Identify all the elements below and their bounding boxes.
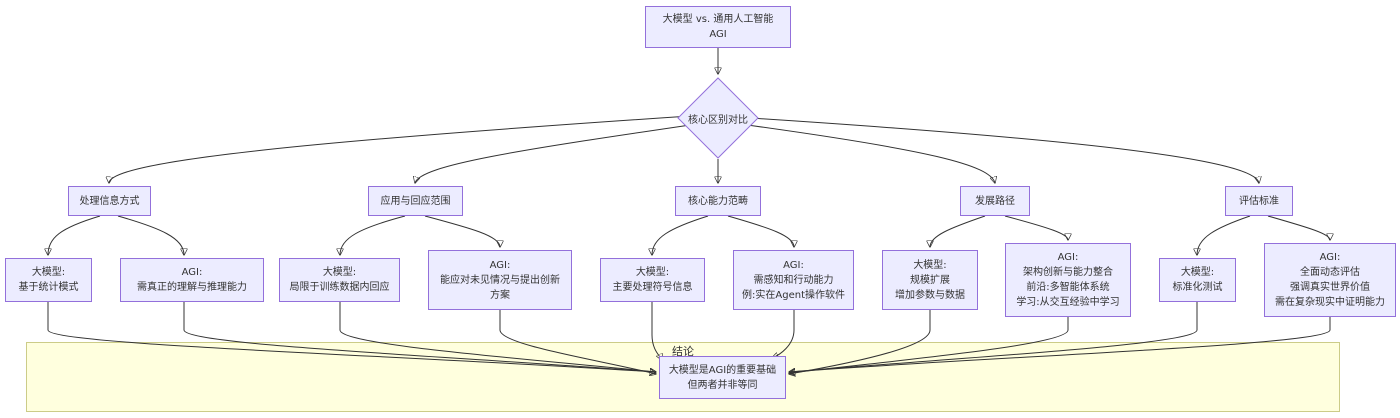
llm-node-core-capability: 大模型: 主要处理符号信息: [600, 258, 705, 302]
edge-compare-to-path: [739, 123, 995, 183]
llm-line: 增加参数与数据: [895, 289, 965, 301]
category-label: 处理信息方式: [79, 195, 140, 207]
edge-path-to-llm: [930, 215, 986, 247]
category-node-response-scope: 应用与回应范围: [368, 186, 463, 216]
edge-eval-to-llm: [1197, 215, 1251, 255]
llm-line: 大模型:: [1180, 267, 1215, 278]
llm-node-development-path: 大模型: 规模扩展 增加参数与数据: [882, 250, 978, 310]
category-node-development-path: 发展路径: [960, 186, 1030, 216]
title-node: 大模型 vs. 通用人工智能 AGI: [645, 6, 791, 48]
llm-node-response-scope: 大模型: 局限于训练数据内回应: [279, 258, 400, 302]
llm-line: 基于统计模式: [18, 282, 79, 293]
title-node-line-1: 大模型 vs. 通用人工智能: [662, 14, 774, 25]
agi-line: AGI:: [1057, 252, 1079, 263]
agi-node-evaluation: AGI: 全面动态评估 强调真实世界价值 需在复杂现实中证明能力: [1264, 243, 1396, 317]
llm-line: 大模型:: [635, 267, 670, 278]
edge-compare-to-scope: [415, 123, 698, 183]
edge-info-to-agi: [117, 215, 184, 255]
agi-line: AGI:: [489, 259, 511, 271]
title-node-line-2: AGI: [709, 29, 727, 40]
llm-line: 大模型:: [31, 267, 66, 278]
category-label: 核心能力范畴: [688, 195, 748, 207]
category-node-evaluation: 评估标准: [1225, 186, 1293, 216]
llm-line: 大模型:: [913, 259, 947, 271]
agi-line: 需感知和行动能力: [753, 274, 834, 286]
agi-line: 例:实在Agent操作软件: [742, 289, 845, 301]
category-node-info-processing: 处理信息方式: [68, 186, 151, 216]
llm-line: 局限于训练数据内回应: [289, 282, 390, 293]
conclusion-line-2: 但两者并非等同: [687, 379, 758, 391]
agi-line: 强调真实世界价值: [1290, 282, 1370, 293]
conclusion-group-label: 结论: [672, 345, 694, 358]
llm-line: 主要处理符号信息: [612, 282, 693, 293]
agi-line: 全面动态评估: [1300, 267, 1360, 278]
agi-line: 能应对未见情况与提出创新: [440, 274, 560, 286]
edge-capability-to-llm: [652, 215, 709, 255]
compare-decision-node: 核心区别对比: [677, 77, 759, 159]
edge-compare-to-eval: [749, 117, 1259, 183]
category-label: 评估标准: [1239, 195, 1279, 207]
agi-node-core-capability: AGI: 需感知和行动能力 例:实在Agent操作软件: [733, 250, 854, 310]
edge-path-to-agi: [1004, 215, 1068, 240]
agi-line: 需真正的理解与推理能力: [137, 282, 247, 293]
agi-line: 前沿:多智能体系统: [1026, 282, 1110, 293]
category-node-core-capability: 核心能力范畴: [675, 186, 761, 216]
edge-capability-to-agi: [727, 215, 794, 247]
llm-node-evaluation: 大模型: 标准化测试: [1159, 258, 1236, 302]
edge-scope-to-llm: [340, 215, 406, 255]
agi-line: 方案: [490, 289, 510, 301]
llm-line: 标准化测试: [1172, 282, 1223, 293]
agi-node-development-path: AGI: 架构创新与能力整合 前沿:多智能体系统 学习:从交互经验中学习: [1005, 243, 1131, 317]
agi-line: 学习:从交互经验中学习: [1016, 297, 1120, 308]
conclusion-line-1: 大模型是AGI的重要基础: [668, 364, 777, 376]
diamond-shape: [677, 77, 759, 159]
edge-compare-to-info: [109, 115, 691, 183]
llm-line: 大模型:: [322, 267, 357, 278]
agi-line: AGI:: [181, 267, 203, 278]
agi-line: 需在复杂现实中证明能力: [1275, 297, 1385, 308]
agi-line: AGI:: [783, 259, 804, 271]
edge-scope-to-agi: [424, 215, 500, 247]
category-label: 发展路径: [975, 195, 1015, 207]
compare-decision-label: 核心区别对比: [688, 114, 748, 126]
edge-eval-to-agi: [1267, 215, 1330, 240]
llm-node-info-processing: 大模型: 基于统计模式: [5, 258, 92, 302]
conclusion-node: 大模型是AGI的重要基础 但两者并非等同: [659, 356, 786, 399]
llm-line: 规模扩展: [910, 274, 950, 286]
edge-info-to-llm: [48, 215, 101, 255]
agi-node-info-processing: AGI: 需真正的理解与推理能力: [120, 258, 264, 302]
category-label: 应用与回应范围: [380, 195, 451, 207]
agi-line: 架构创新与能力整合: [1023, 267, 1113, 278]
agi-node-response-scope: AGI: 能应对未见情况与提出创新 方案: [428, 250, 572, 310]
agi-line: AGI:: [1319, 252, 1341, 263]
